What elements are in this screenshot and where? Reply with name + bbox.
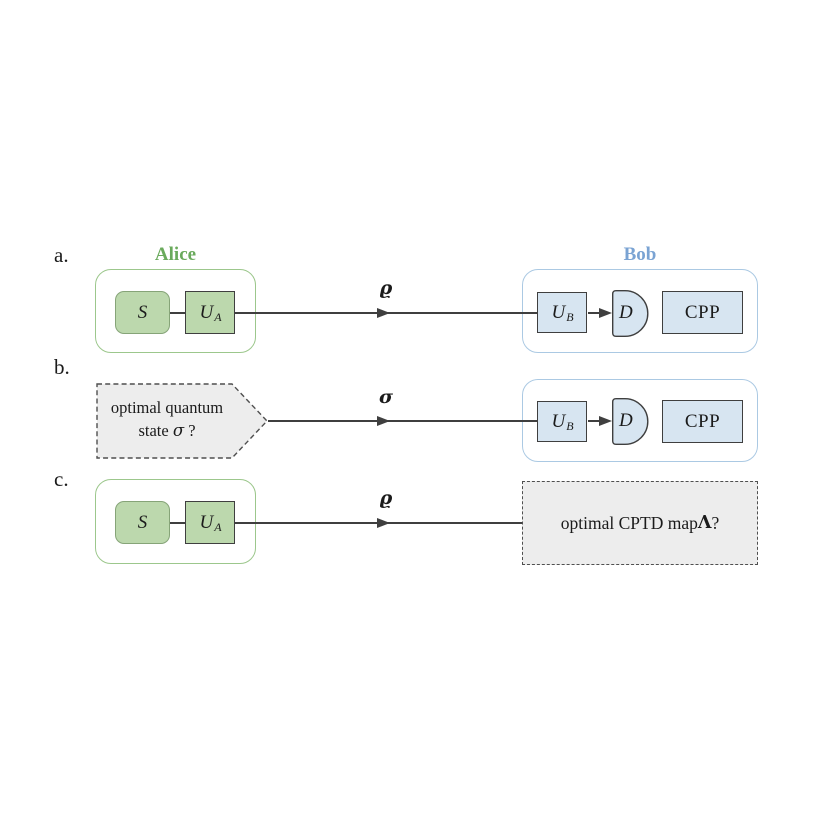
- question-pre: optimal CPTD map: [560, 512, 698, 533]
- channel-arrowhead-c: [377, 518, 390, 528]
- question-line2-post: ?: [184, 420, 196, 440]
- alice-unitary-subscript-c: A: [214, 520, 222, 534]
- source-unitary-wire-c: [167, 522, 188, 524]
- cpp-box-a: CPP: [662, 291, 743, 334]
- alice-title: Alice: [154, 244, 197, 265]
- row-b-label: b.: [54, 355, 70, 379]
- question-line2-pre: state: [138, 420, 173, 440]
- unitary-detector-wire-a: [588, 312, 602, 314]
- cpp-label-b: CPP: [684, 410, 721, 432]
- source-label: S: [137, 301, 148, 323]
- bob-unitary-subscript-b: B: [566, 419, 574, 433]
- detector-shape-b: D: [612, 398, 649, 445]
- alice-unitary-label-c: U: [199, 511, 214, 533]
- source-box-c: S: [115, 501, 170, 544]
- cpp-label-a: CPP: [684, 301, 721, 323]
- bob-unitary-subscript: B: [566, 310, 574, 324]
- lambda-symbol: Λ: [697, 513, 712, 533]
- question-post: ?: [711, 512, 720, 533]
- question-line1: optimal quantum: [110, 398, 224, 417]
- question-pentagon: [96, 383, 270, 459]
- bob-unitary-label: U: [551, 301, 566, 323]
- quantum-channel-line-b: [268, 420, 537, 422]
- channel-symbol-a: ϱ: [379, 277, 393, 299]
- question-box: optimal CPTD map Λ?: [522, 481, 758, 565]
- channel-symbol-c: ϱ: [379, 487, 393, 509]
- detector-shape-a: D: [612, 290, 649, 337]
- source-box: S: [115, 291, 170, 334]
- detector-arrowhead-a: [599, 308, 612, 318]
- detector-label-b: D: [619, 410, 633, 431]
- detector-arrowhead-b: [599, 416, 612, 426]
- bob-unitary-label-b: U: [551, 410, 566, 432]
- alice-unitary-label: U: [199, 301, 214, 323]
- question-pentagon-text: optimal quantum state σ ?: [101, 397, 233, 443]
- bob-title: Bob: [623, 244, 657, 265]
- row-c-label: c.: [54, 467, 69, 491]
- cpp-box-b: CPP: [662, 400, 743, 443]
- detector-label-a: D: [619, 302, 633, 323]
- unitary-detector-wire-b: [588, 420, 602, 422]
- sigma-symbol: σ: [172, 420, 185, 440]
- source-label-c: S: [137, 511, 148, 533]
- channel-symbol-b: σ: [378, 386, 393, 408]
- row-a-label: a.: [54, 243, 69, 267]
- alice-unitary-subscript: A: [214, 310, 222, 324]
- channel-arrowhead-b: [377, 416, 390, 426]
- source-unitary-wire: [167, 312, 188, 314]
- channel-arrowhead-a: [377, 308, 390, 318]
